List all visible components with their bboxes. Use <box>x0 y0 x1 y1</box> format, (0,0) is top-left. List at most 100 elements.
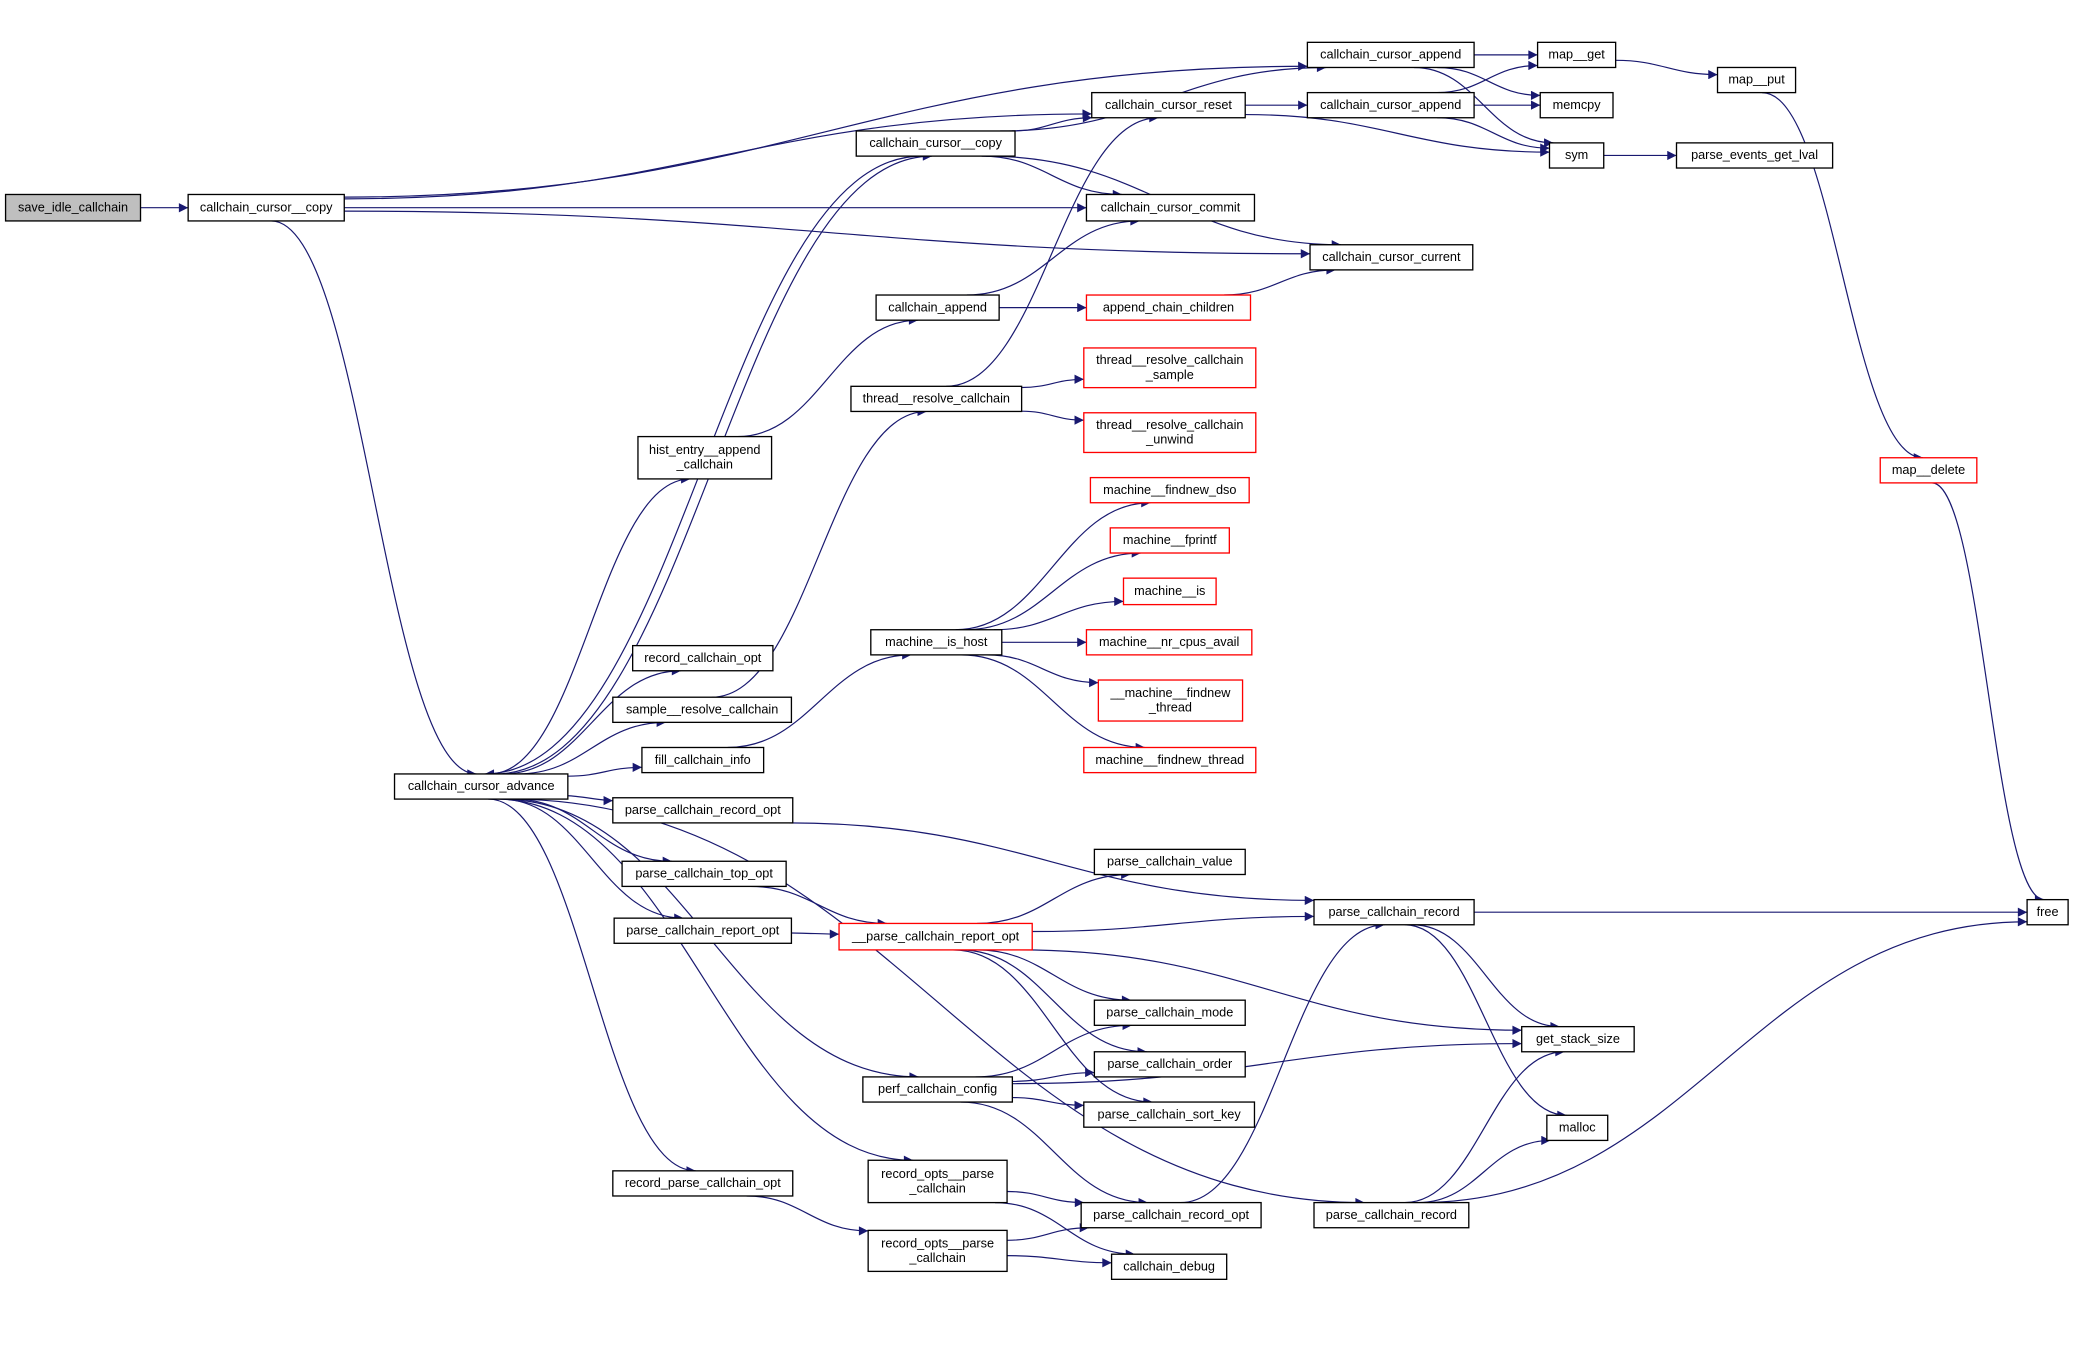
node-callchain-debug[interactable]: callchain_debug <box>1110 1253 1228 1280</box>
node-box[interactable] <box>1879 457 1978 484</box>
node-box[interactable] <box>621 860 787 888</box>
node-memcpy[interactable]: memcpy <box>1539 91 1614 119</box>
node-parse-callchain-record-opt[interactable]: parse_callchain_record_opt <box>612 797 794 824</box>
node-free[interactable]: free <box>2026 898 2069 926</box>
node-box[interactable] <box>1548 142 1605 169</box>
node-box[interactable] <box>1306 91 1475 119</box>
node-callchain-cursor-append[interactable]: callchain_cursor_append <box>1306 91 1475 119</box>
node-box[interactable] <box>1085 629 1253 656</box>
node-box[interactable] <box>2026 898 2069 926</box>
node-box[interactable] <box>838 922 1033 951</box>
node-box[interactable] <box>612 797 794 824</box>
node-map-get[interactable]: map__get <box>1536 41 1617 69</box>
node-machine-is[interactable]: machine__is <box>1122 577 1217 606</box>
node-box[interactable] <box>613 917 793 944</box>
node-box[interactable] <box>1093 848 1246 876</box>
node-box[interactable] <box>641 746 765 774</box>
node-append-chain-children[interactable]: append_chain_children <box>1085 294 1252 321</box>
node-map-delete[interactable]: map__delete <box>1879 457 1978 484</box>
node-thread-resolve-callchain-sample[interactable]: thread__resolve_callchain_sample <box>1083 347 1257 389</box>
node-box[interactable] <box>612 696 793 724</box>
node-box[interactable] <box>855 130 1016 157</box>
node-thread-resolve-callchain-unwind[interactable]: thread__resolve_callchain_unwind <box>1083 412 1257 454</box>
node-box[interactable] <box>1306 41 1475 69</box>
node-hist-entry-append-callchain[interactable]: hist_entry__append_callchain <box>637 435 773 480</box>
node-callchain-cursor-append[interactable]: callchain_cursor_append <box>1306 41 1475 69</box>
node-fill-callchain-info[interactable]: fill_callchain_info <box>641 746 765 774</box>
node-get-stack-size[interactable]: get_stack_size <box>1521 1025 1635 1053</box>
node-parse-callchain-sort-key[interactable]: parse_callchain_sort_key <box>1083 1101 1256 1128</box>
node-parse-callchain-mode[interactable]: parse_callchain_mode <box>1093 999 1246 1026</box>
node-box[interactable] <box>1536 41 1617 69</box>
node-callchain-cursor-current[interactable]: callchain_cursor_current <box>1309 244 1474 271</box>
node-box[interactable] <box>875 294 1000 321</box>
node-box[interactable] <box>632 644 774 672</box>
node-box[interactable] <box>1309 244 1474 271</box>
node-box[interactable] <box>870 629 1003 656</box>
node-box[interactable] <box>1539 91 1614 119</box>
node-box[interactable] <box>1109 527 1230 554</box>
node-box[interactable] <box>1313 898 1475 926</box>
node-box[interactable] <box>1080 1201 1262 1229</box>
node-machine-is-host[interactable]: machine__is_host <box>870 629 1003 656</box>
node-callchain-cursor-advance[interactable]: callchain_cursor_advance <box>393 773 569 800</box>
node-sample-resolve-callchain[interactable]: sample__resolve_callchain <box>612 696 793 724</box>
node-box[interactable] <box>1675 142 1834 169</box>
node-box[interactable] <box>1085 193 1256 222</box>
node-box[interactable] <box>612 1170 794 1197</box>
node-box[interactable] <box>1546 1114 1609 1142</box>
node-parse-callchain-order[interactable]: parse_callchain_order <box>1093 1051 1246 1078</box>
node-parse-callchain-record[interactable]: parse_callchain_record <box>1313 1201 1470 1229</box>
node-box[interactable] <box>1521 1025 1635 1053</box>
node-box[interactable] <box>187 193 345 222</box>
node-machine-findnew-dso[interactable]: machine__findnew_dso <box>1089 476 1250 504</box>
node-record-opts-parse-callchain[interactable]: record_opts__parse_callchain <box>867 1229 1008 1273</box>
node-record-opts-parse-callchain[interactable]: record_opts__parse_callchain <box>867 1159 1008 1204</box>
node-callchain-cursor-copy[interactable]: callchain_cursor__copy <box>187 193 345 222</box>
node-parse-callchain-report-opt[interactable]: parse_callchain_report_opt <box>613 917 793 944</box>
node-machine-nr-cpus-avail[interactable]: machine__nr_cpus_avail <box>1085 629 1253 656</box>
node-box[interactable] <box>1110 1253 1228 1280</box>
node-record-parse-callchain-opt[interactable]: record_parse_callchain_opt <box>612 1170 794 1197</box>
node-box[interactable] <box>1093 999 1246 1026</box>
node-box[interactable] <box>1085 294 1252 321</box>
node-box[interactable] <box>1083 1101 1256 1128</box>
node-box[interactable] <box>1313 1201 1470 1229</box>
node-machine-fprintf[interactable]: machine__fprintf <box>1109 527 1230 554</box>
node-parse-events-get-lval[interactable]: parse_events_get_lval <box>1675 142 1834 169</box>
node-callchain-append[interactable]: callchain_append <box>875 294 1000 321</box>
node-map-put[interactable]: map__put <box>1716 66 1797 94</box>
node-box[interactable] <box>1083 412 1257 454</box>
node-machine-findnew-thread[interactable]: machine__findnew_thread <box>1083 746 1257 774</box>
node-box[interactable] <box>4 193 142 222</box>
node-perf-callchain-config[interactable]: perf_callchain_config <box>862 1076 1014 1103</box>
node-callchain-cursor-commit[interactable]: callchain_cursor_commit <box>1085 193 1256 222</box>
node-box[interactable] <box>1091 91 1246 119</box>
node-box[interactable] <box>1716 66 1797 94</box>
node-callchain-cursor-reset[interactable]: callchain_cursor_reset <box>1091 91 1246 119</box>
node-box[interactable] <box>1093 1051 1246 1078</box>
node-box[interactable] <box>1097 679 1244 722</box>
node-parse-callchain-record-opt[interactable]: parse_callchain_record_opt <box>1080 1201 1262 1229</box>
node-box[interactable] <box>637 435 773 480</box>
node-parse-callchain-report-opt[interactable]: __parse_callchain_report_opt <box>838 922 1033 951</box>
node-box[interactable] <box>1083 746 1257 774</box>
node-box[interactable] <box>1089 476 1250 504</box>
node-box[interactable] <box>867 1229 1008 1273</box>
node-parse-callchain-value[interactable]: parse_callchain_value <box>1093 848 1246 876</box>
node-record-callchain-opt[interactable]: record_callchain_opt <box>632 644 774 672</box>
node-machine-findnew-thread[interactable]: __machine__findnew_thread <box>1097 679 1244 722</box>
node-parse-callchain-record[interactable]: parse_callchain_record <box>1313 898 1475 926</box>
node-save-idle-callchain[interactable]: save_idle_callchain <box>4 193 142 222</box>
node-parse-callchain-top-opt[interactable]: parse_callchain_top_opt <box>621 860 787 888</box>
node-box[interactable] <box>393 773 569 800</box>
node-box[interactable] <box>1122 577 1217 606</box>
node-sym[interactable]: sym <box>1548 142 1605 169</box>
node-thread-resolve-callchain[interactable]: thread__resolve_callchain <box>850 385 1023 413</box>
node-callchain-cursor-copy[interactable]: callchain_cursor__copy <box>855 130 1016 157</box>
node-box[interactable] <box>850 385 1023 413</box>
node-box[interactable] <box>867 1159 1008 1204</box>
node-malloc[interactable]: malloc <box>1546 1114 1609 1142</box>
node-box[interactable] <box>1083 347 1257 389</box>
node-box[interactable] <box>862 1076 1014 1103</box>
